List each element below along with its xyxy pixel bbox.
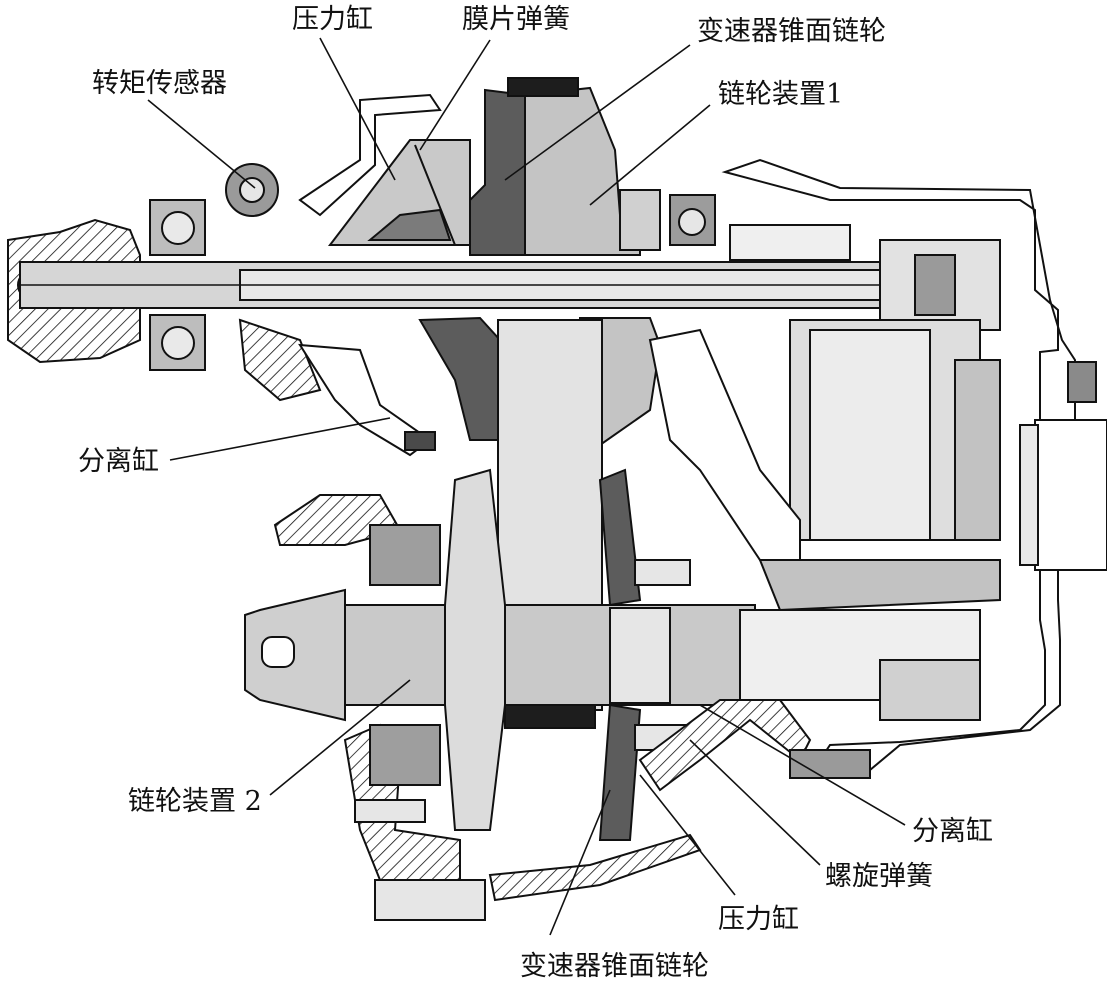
leader-lines bbox=[147, 37, 906, 936]
leader-pressure-cylinder-top bbox=[319, 37, 396, 181]
label-pulley-set-1: 链轮装置1 bbox=[718, 79, 843, 110]
leader-pulley-set-2 bbox=[269, 679, 411, 796]
label-torque-sensor: 转矩传感器 bbox=[92, 68, 227, 99]
label-pressure-cylinder-bottom: 压力缸 bbox=[718, 904, 799, 935]
leader-separation-cylinder-left bbox=[169, 417, 391, 461]
leader-separation-cylinder-right bbox=[699, 704, 906, 826]
label-pulley-set-2: 链轮装置 2 bbox=[128, 786, 262, 817]
leader-torque-sensor bbox=[147, 99, 256, 189]
label-cone-sheave-bottom: 变速器锥面链轮 bbox=[520, 951, 709, 982]
secondary-shaft-assembly bbox=[244, 468, 981, 921]
label-spiral-spring: 螺旋弹簧 bbox=[825, 861, 933, 892]
labels: 转矩传感器 压力缸 膜片弹簧 变速器锥面链轮 链轮装置1 分离缸 链轮装置 2 … bbox=[78, 4, 993, 982]
leader-cone-sheave-top bbox=[504, 44, 691, 181]
transmission-housing bbox=[721, 158, 1107, 771]
label-separation-cylinder-left: 分离缸 bbox=[78, 446, 159, 477]
drum-assembly bbox=[648, 319, 1001, 612]
leader-diaphragm-spring bbox=[419, 39, 491, 151]
primary-shaft-assembly bbox=[7, 77, 1001, 457]
label-separation-cylinder-right: 分离缸 bbox=[912, 816, 993, 847]
leader-pressure-cylinder-bottom bbox=[639, 774, 736, 896]
label-pressure-cylinder-top: 压力缸 bbox=[292, 4, 373, 35]
label-diaphragm-spring: 膜片弹簧 bbox=[462, 4, 570, 35]
leader-pulley-set-1 bbox=[589, 104, 711, 206]
leader-cone-sheave-bottom bbox=[549, 789, 611, 936]
label-cone-sheave-top: 变速器锥面链轮 bbox=[697, 16, 886, 47]
leader-spiral-spring bbox=[689, 739, 821, 866]
